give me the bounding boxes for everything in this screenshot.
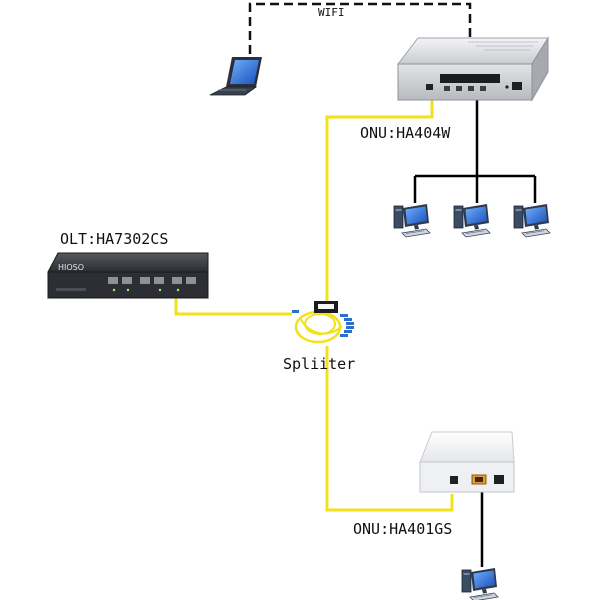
onu-bottom-label: ONU:HA401GS: [353, 520, 452, 538]
fiber-splitter-to-onu-bottom: [325, 346, 454, 512]
olt-brand-label: HIOSO: [58, 263, 84, 272]
pc-icon-3: [513, 203, 551, 238]
laptop-icon: [209, 57, 262, 96]
ethernet-onu-top-to-pcs: [413, 100, 537, 203]
olt-label: OLT:HA7302CS: [60, 230, 168, 248]
splitter-device: [292, 301, 354, 344]
onu-top-label: ONU:HA404W: [360, 124, 451, 142]
onu-ha401gs-device: [419, 431, 515, 493]
pc-icon-1: [393, 203, 431, 238]
splitter-label: Spliiter: [283, 355, 355, 373]
olt-ha7302cs-device: HIOSO: [47, 252, 209, 299]
onu-ha404w-device: [396, 36, 549, 102]
pc-icon-4: [461, 567, 499, 600]
pc-icon-2: [453, 203, 491, 238]
fiber-splitter-to-onu-top: [325, 95, 434, 302]
fiber-olt-to-splitter: [174, 298, 292, 316]
wifi-label: WIFI: [318, 6, 345, 19]
wifi-link: [248, 2, 472, 68]
splitter-connectors: [292, 310, 354, 337]
